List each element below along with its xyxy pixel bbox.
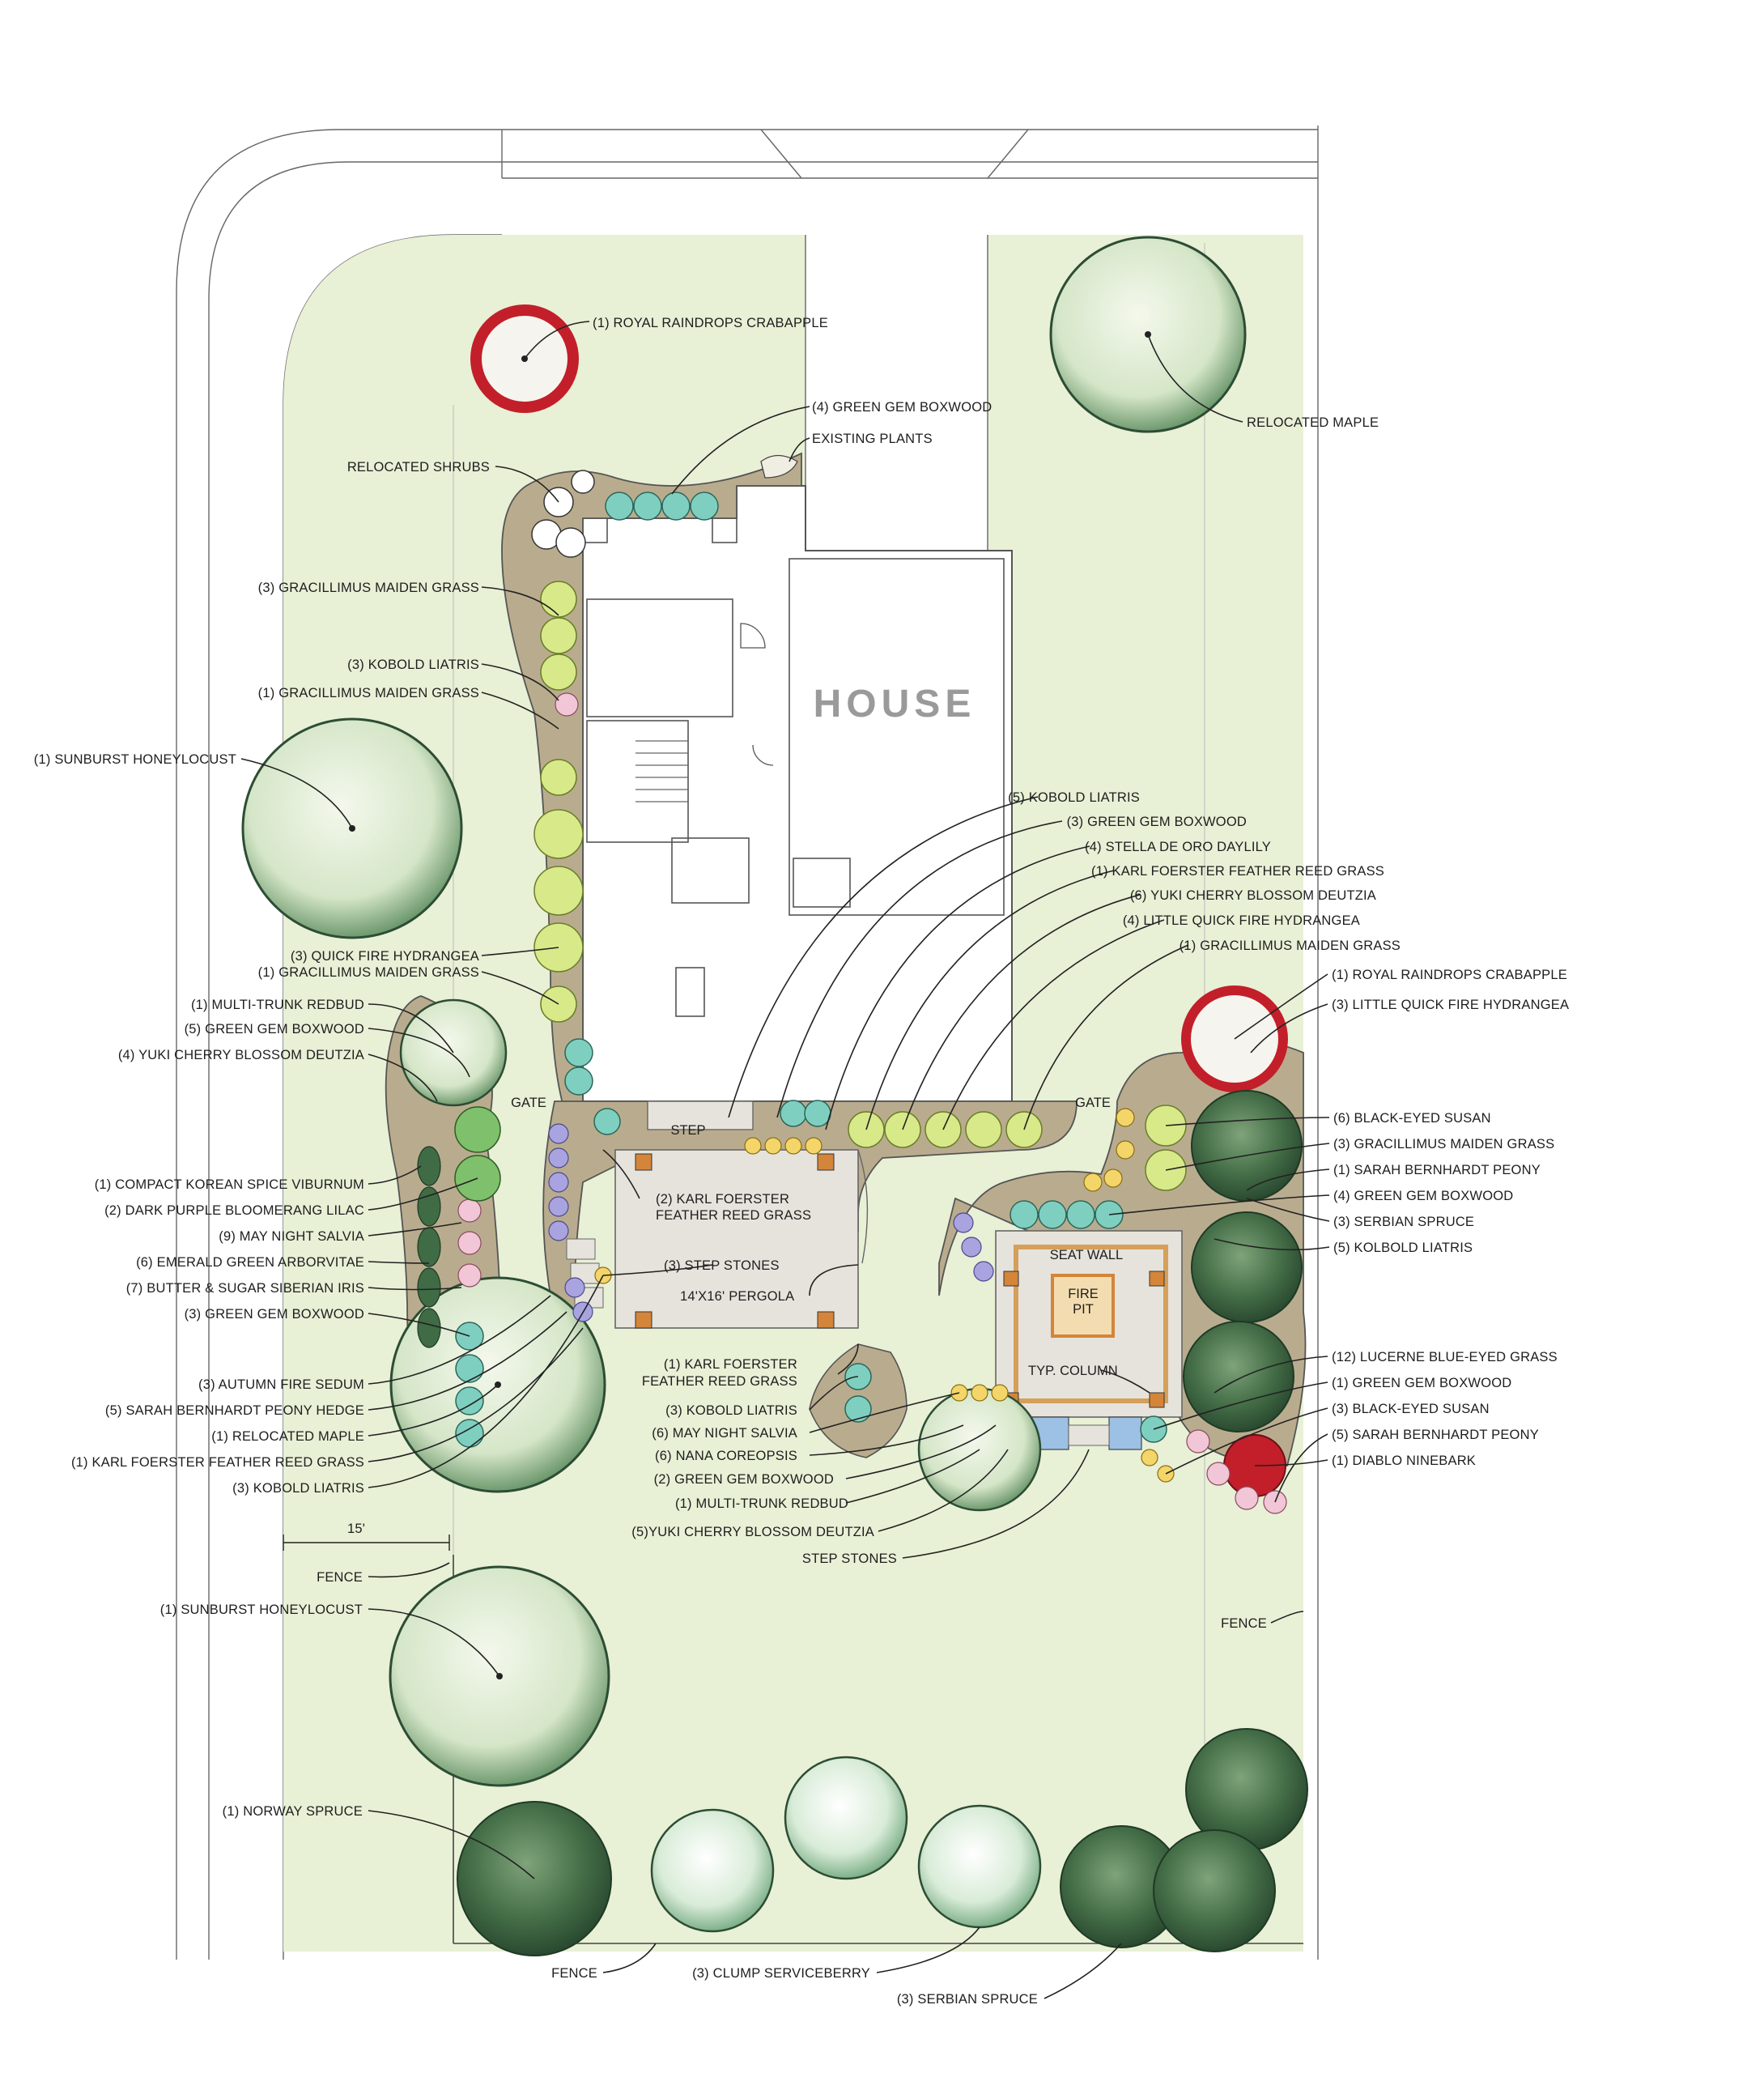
label-green-gem-4-top: (4) GREEN GEM BOXWOOD	[812, 400, 992, 415]
label-karl-1-mid: (1) KARL FOERSTER FEATHER REED GRASS	[1091, 864, 1384, 879]
boxwood-shrubs	[455, 492, 1167, 1448]
label-gracillimus-1-left: (1) GRACILLIMUS MAIDEN GRASS	[258, 965, 479, 980]
label-karl-1-center-line2: FEATHER REED GRASS	[642, 1374, 797, 1389]
label-kobold-3-center: (3) KOBOLD LIATRIS	[665, 1403, 797, 1418]
label-emerald-green: (6) EMERALD GREEN ARBORVITAE	[136, 1255, 364, 1270]
stair-lines	[635, 740, 688, 802]
serbian-spruce-bottom-icon	[1153, 1829, 1276, 1952]
label-sunburst-bottom: (1) SUNBURST HONEYLOCUST	[160, 1603, 363, 1617]
label-step: STEP	[670, 1123, 705, 1138]
dimension-15: 15'	[283, 1522, 450, 1551]
label-karl-2-line2: FEATHER REED GRASS	[656, 1208, 811, 1223]
label-kolbold-5: (5) KOLBOLD LIATRIS	[1333, 1241, 1473, 1255]
label-green-gem-3-left: (3) GREEN GEM BOXWOOD	[185, 1307, 364, 1322]
label-dark-purple-lilac: (2) DARK PURPLE BLOOMERANG LILAC	[104, 1203, 364, 1218]
label-pergola: 14'X16' PERGOLA	[680, 1289, 794, 1304]
plan-labels: (1) ROYAL RAINDROPS CRABAPPLE (4) GREEN …	[34, 316, 1569, 2007]
label-gracillimus-3-top: (3) GRACILLIMUS MAIDEN GRASS	[258, 581, 479, 595]
label-sunburst-top: (1) SUNBURST HONEYLOCUST	[34, 752, 236, 767]
label-may-night-6: (6) MAY NIGHT SALVIA	[652, 1426, 797, 1441]
label-sarah-1: (1) SARAH BERNHARDT PEONY	[1333, 1163, 1541, 1177]
clump-serviceberry-icon	[917, 1804, 1042, 1929]
label-multi-redbud-center: (1) MULTI-TRUNK REDBUD	[675, 1496, 848, 1511]
perennials-purple	[548, 1123, 994, 1322]
fire-pit-patio	[995, 1230, 1183, 1450]
label-sarah-5-right: (5) SARAH BERNHARDT PEONY	[1332, 1428, 1539, 1442]
label-gracillimus-1-top: (1) GRACILLIMUS MAIDEN GRASS	[258, 686, 479, 700]
label-relocated-maple-left: (1) RELOCATED MAPLE	[211, 1429, 364, 1444]
label-relocated-shrubs: RELOCATED SHRUBS	[347, 460, 490, 475]
label-diablo: (1) DIABLO NINEBARK	[1332, 1454, 1476, 1468]
label-yuki-6: (6) YUKI CHERRY BLOSSOM DEUTZIA	[1130, 888, 1376, 903]
label-autumn-fire: (3) AUTUMN FIRE SEDUM	[198, 1377, 364, 1392]
serbian-spruce-icon	[1191, 1090, 1303, 1202]
label-black-eyed-3: (3) BLACK-EYED SUSAN	[1332, 1402, 1490, 1416]
label-gate-left: GATE	[511, 1096, 546, 1110]
spruce-trees	[457, 1090, 1308, 1956]
label-serbian-3-right: (3) SERBIAN SPRUCE	[1333, 1215, 1474, 1229]
label-gracillimus-3-right: (3) GRACILLIMUS MAIDEN GRASS	[1333, 1137, 1554, 1151]
label-stella: (4) STELLA DE ORO DAYLILY	[1085, 840, 1271, 854]
label-yuki-5: (5)YUKI CHERRY BLOSSOM DEUTZIA	[631, 1525, 874, 1539]
label-serbian-3-bottom: (3) SERBIAN SPRUCE	[897, 1992, 1038, 2007]
label-royal-raindrops-top: (1) ROYAL RAINDROPS CRABAPPLE	[593, 316, 828, 330]
house-footprint: HOUSE	[582, 485, 1013, 1102]
label-compact-korean: (1) COMPACT KOREAN SPICE VIBURNUM	[95, 1177, 364, 1192]
label-existing-plants: EXISTING PLANTS	[812, 432, 933, 446]
label-fence-left: FENCE	[317, 1570, 363, 1585]
leader-lines	[240, 321, 1330, 1999]
label-fence-right: FENCE	[1221, 1616, 1267, 1631]
label-little-quick-3: (3) LITTLE QUICK FIRE HYDRANGEA	[1332, 998, 1569, 1012]
label-typ-column: TYP. COLUMN	[1028, 1364, 1118, 1378]
pergola-patio	[566, 1100, 869, 1329]
label-green-gem-1-right: (1) GREEN GEM BOXWOOD	[1332, 1376, 1511, 1390]
label-step-stones-3: (3) STEP STONES	[664, 1258, 780, 1273]
clump-serviceberry-icon	[650, 1808, 775, 1933]
arborvitae-row	[417, 1146, 441, 1348]
label-multi-redbud-left: (1) MULTI-TRUNK REDBUD	[191, 998, 364, 1012]
label-sarah-hedge: (5) SARAH BERNHARDT PEONY HEDGE	[105, 1403, 364, 1418]
label-kobold-3-top: (3) KOBOLD LIATRIS	[347, 658, 479, 672]
label-karl-1-left: (1) KARL FOERSTER FEATHER REED GRASS	[71, 1455, 364, 1470]
label-norway-spruce: (1) NORWAY SPRUCE	[223, 1804, 363, 1819]
label-green-gem-2: (2) GREEN GEM BOXWOOD	[654, 1472, 834, 1487]
label-fence-bottom: FENCE	[551, 1966, 597, 1981]
label-fire-pit-2: PIT	[1073, 1302, 1094, 1317]
label-yuki-4: (4) YUKI CHERRY BLOSSOM DEUTZIA	[118, 1048, 364, 1062]
label-relocated-maple-top: RELOCATED MAPLE	[1247, 415, 1379, 430]
label-karl-2-line1: (2) KARL FOERSTER	[656, 1192, 789, 1207]
label-karl-1-center-line1: (1) KARL FOERSTER	[664, 1357, 797, 1372]
dimension-label: 15'	[347, 1522, 365, 1536]
label-fire-pit-1: FIRE	[1068, 1287, 1099, 1301]
perennials-yellow	[594, 1108, 1175, 1483]
existing-plants	[760, 454, 798, 479]
clump-serviceberry-icon	[784, 1756, 908, 1880]
label-quick-fire-3: (3) QUICK FIRE HYDRANGEA	[291, 949, 479, 964]
label-green-gem-4-right: (4) GREEN GEM BOXWOOD	[1333, 1189, 1513, 1203]
serbian-spruce-icon	[1183, 1321, 1294, 1432]
label-step-stones: STEP STONES	[802, 1552, 897, 1566]
label-black-eyed-6: (6) BLACK-EYED SUSAN	[1333, 1111, 1491, 1126]
label-lucerne: (12) LUCERNE BLUE-EYED GRASS	[1332, 1350, 1558, 1364]
label-gracillimus-1-mid: (1) GRACILLIMUS MAIDEN GRASS	[1180, 939, 1401, 953]
label-seat-wall: SEAT WALL	[1050, 1248, 1123, 1262]
label-butter-sugar: (7) BUTTER & SUGAR SIBERIAN IRIS	[126, 1281, 364, 1296]
label-kobold-3-left: (3) KOBOLD LIATRIS	[232, 1481, 364, 1496]
serbian-spruce-icon	[1191, 1211, 1303, 1323]
house-label: HOUSE	[814, 683, 976, 726]
label-nana-coreopsis: (6) NANA COREOPSIS	[655, 1449, 797, 1463]
label-green-gem-3-mid: (3) GREEN GEM BOXWOOD	[1067, 815, 1247, 829]
label-royal-raindrops-right: (1) ROYAL RAINDROPS CRABAPPLE	[1332, 968, 1567, 982]
label-may-night-9: (9) MAY NIGHT SALVIA	[219, 1229, 364, 1244]
label-green-gem-5: (5) GREEN GEM BOXWOOD	[185, 1022, 364, 1036]
label-gate-right: GATE	[1075, 1096, 1111, 1110]
label-kobold-5: (5) KOBOLD LIATRIS	[1008, 790, 1140, 805]
label-clump-serviceberry: (3) CLUMP SERVICEBERRY	[692, 1966, 870, 1981]
label-little-quick-4: (4) LITTLE QUICK FIRE HYDRANGEA	[1123, 913, 1360, 928]
